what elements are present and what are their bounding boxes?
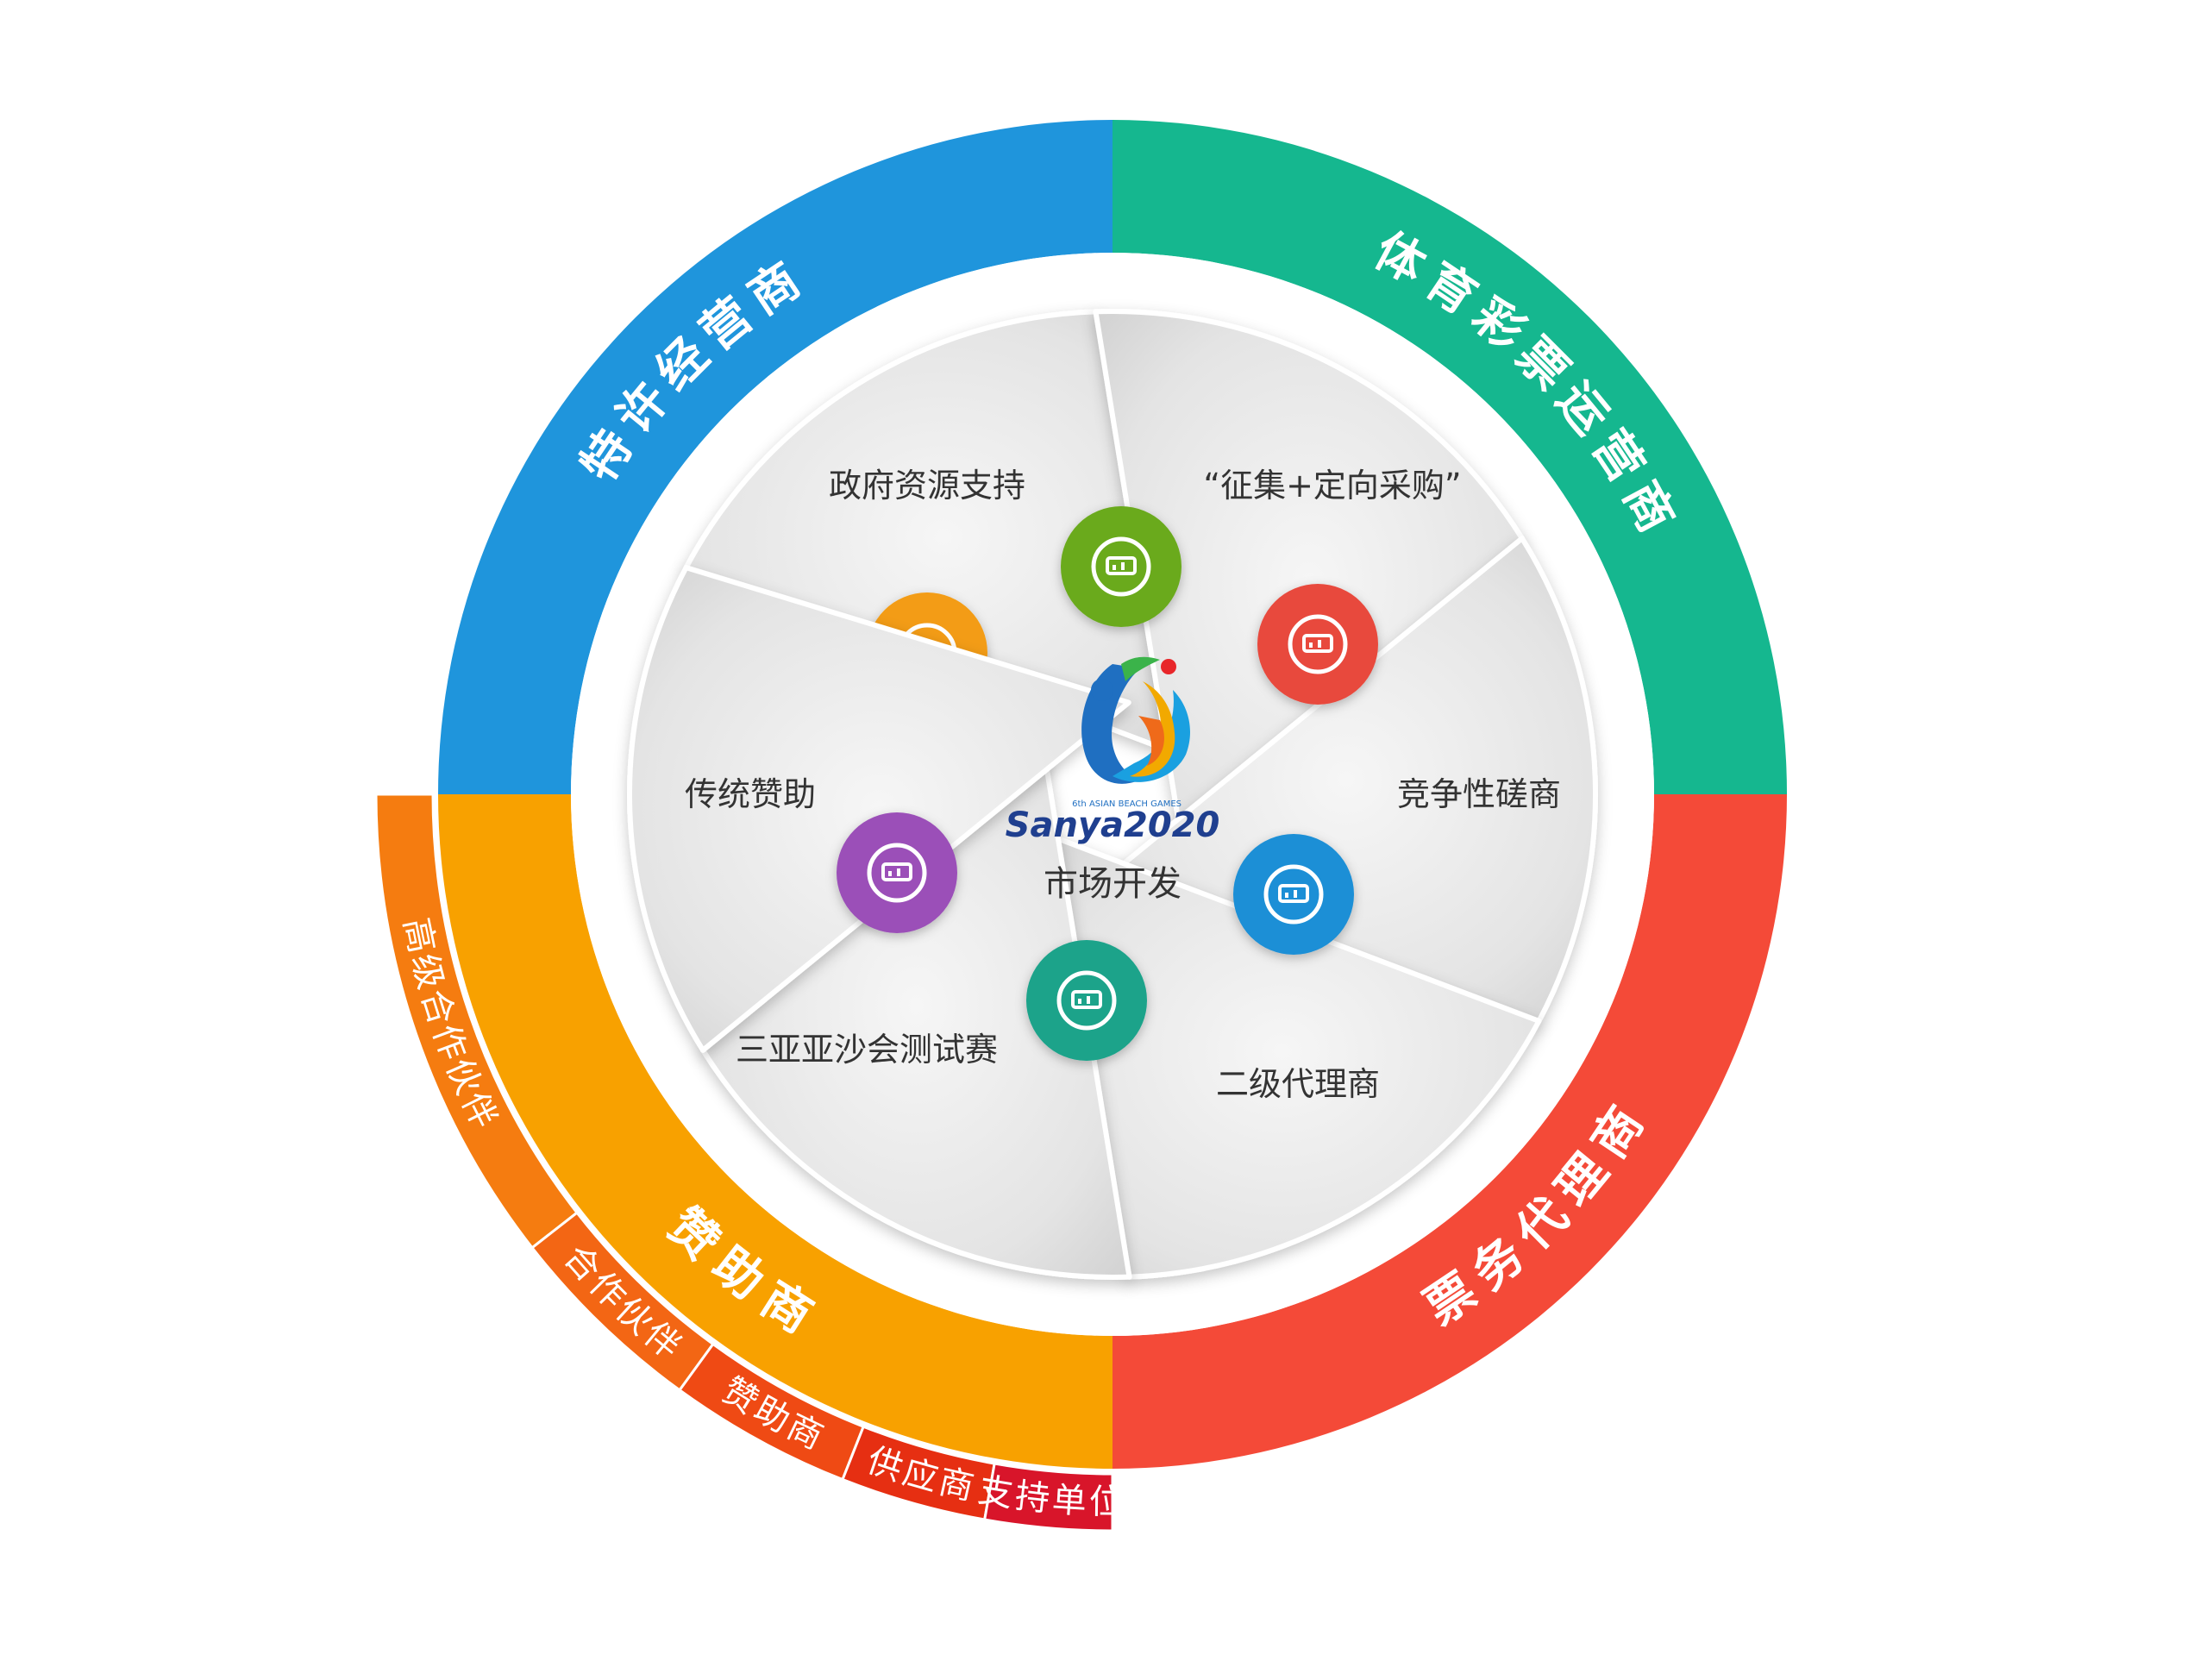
blade-label: 传统赞助: [685, 775, 816, 813]
sponsor-tier-label-char: 支: [975, 1470, 1016, 1515]
sanya-2020-logo: 6th ASIAN BEACH GAMES Sanya2020: [1006, 656, 1220, 845]
sponsor-tier-label-char: 商: [935, 1462, 977, 1508]
blade-traditional-sponsor: 传统赞助: [627, 565, 1131, 1053]
blade-label: “征集+定向采购”: [1203, 467, 1461, 505]
ring-quadrant-franchise: [438, 120, 1113, 794]
center-title: 市场开发: [1044, 864, 1181, 904]
sponsor-tier-segment: [677, 1342, 866, 1482]
target-chart-icon: [1257, 584, 1378, 705]
blade-shape: [1022, 823, 1542, 1280]
icon-glyph-ring: [1091, 536, 1151, 597]
blade-shape: [627, 565, 1131, 1053]
blade-label: 二级代理商: [1216, 1065, 1380, 1103]
sponsor-tier-segment: [982, 1462, 1114, 1533]
sponsor-tier-label-char: 高: [396, 914, 442, 956]
blade-test-event: 三亚亚沙会测试赛: [700, 731, 1147, 1281]
sponsor-tier-segment: [841, 1425, 996, 1521]
icon-glyph-ring: [1056, 970, 1117, 1031]
sponsor-tier-arc: 高级合作伙伴合作伙伴赞助商供应商支持单位: [374, 793, 1124, 1533]
monitor-chart-icon: [1061, 506, 1181, 627]
sponsor-tier-label-char: 单: [1051, 1480, 1088, 1521]
blade-label: 三亚亚沙会测试赛: [736, 1031, 998, 1069]
pie-monitor-icon: [1026, 940, 1147, 1061]
icon-glyph-frame: [1071, 990, 1102, 1009]
aperture-icon: [837, 812, 957, 933]
presentation-icon: [1233, 834, 1354, 955]
logo-subtext: 6th ASIAN BEACH GAMES: [1072, 799, 1181, 809]
icon-glyph-frame: [1106, 556, 1137, 575]
icon-glyph-frame: [1278, 884, 1309, 903]
blade-procurement: “征集+定向采购”: [1061, 309, 1525, 857]
blade-shape: [1093, 309, 1525, 857]
ring-quadrant-lottery: [1113, 120, 1787, 794]
icon-glyph-frame: [1302, 634, 1333, 653]
sponsor-tier-segment: [374, 793, 580, 1250]
sponsor-tier-label-char: 持: [1013, 1476, 1052, 1520]
icon-glyph-ring: [1288, 614, 1348, 674]
sponsor-tier-label-char: 位: [1089, 1483, 1124, 1522]
blade-shape: [700, 731, 1132, 1281]
icon-glyph-frame: [881, 862, 912, 881]
icon-glyph-ring: [867, 843, 927, 903]
sponsor-tier-segment: [530, 1211, 715, 1392]
blade-label: 政府资源支持: [829, 467, 1025, 505]
blade-shape: [683, 309, 1203, 766]
ring-quadrant-ticketing: [1113, 794, 1787, 1469]
blade-secondary-agent: 二级代理商: [1022, 823, 1542, 1280]
outer-ring: [438, 120, 1787, 1469]
icon-glyph-ring: [1263, 864, 1324, 925]
logo-wordmark: Sanya2020: [1006, 806, 1220, 845]
blade-label: 竞争性磋商: [1397, 775, 1561, 813]
ring-quadrant-sponsor: [438, 794, 1113, 1469]
